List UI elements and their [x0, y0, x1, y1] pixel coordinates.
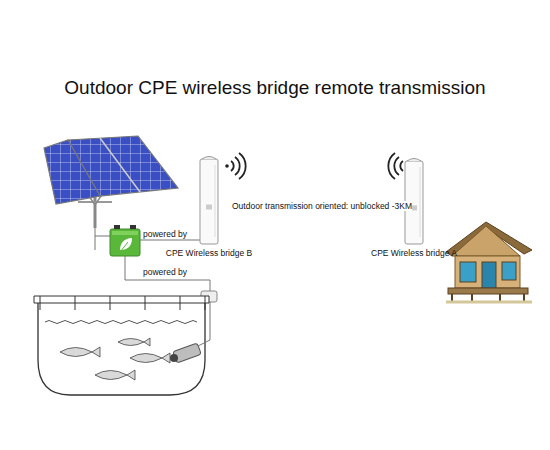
house — [446, 222, 532, 302]
battery — [110, 225, 140, 256]
diagram-title: Outdoor CPE wireless bridge remote trans… — [64, 77, 485, 99]
range-note: Outdoor transmission oriented: unblocked… — [232, 201, 412, 211]
device-label: CPE Wireless bridge A — [369, 248, 459, 258]
wifi-signal — [225, 153, 245, 179]
underwater-camera — [170, 340, 210, 363]
device-label: CPE Wireless bridge B — [164, 248, 255, 258]
fish-pond — [34, 296, 210, 395]
wire-label: powered by — [143, 229, 187, 239]
cpe-unit — [199, 155, 219, 245]
wire-label: powered by — [143, 267, 187, 277]
